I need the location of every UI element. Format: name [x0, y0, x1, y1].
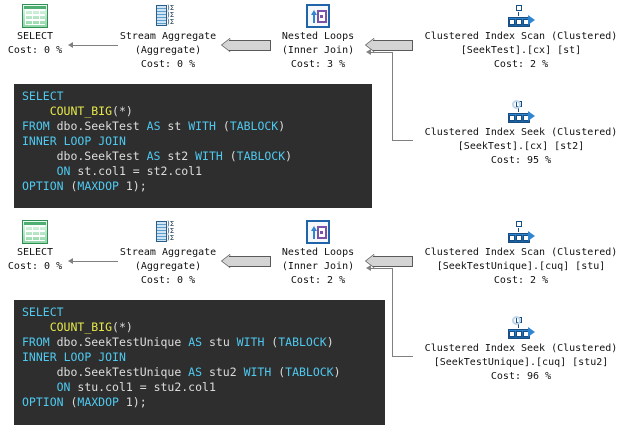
operator-cost: Cost: 2 % [290, 275, 346, 286]
operator-node-nested-loops[interactable]: Nested Loops (Inner Join) Cost: 3 % [272, 4, 364, 72]
operator-object: [SeekTest].[cx] [st2] [457, 141, 585, 152]
clustered-index-scan-icon [507, 4, 535, 28]
clustered-index-scan-icon [507, 220, 535, 244]
clustered-index-seek-icon [507, 100, 535, 124]
sql-line: COUNT_BIG(*) [49, 320, 133, 334]
connector-agg-arrow [221, 254, 271, 268]
operator-label: Nested Loops [281, 247, 355, 258]
execution-plan-2: SELECT Cost: 0 % )Σ )Σ )Σ Stream Aggrega… [0, 216, 627, 433]
operator-label: SELECT [16, 31, 54, 42]
sql-line: SELECT [22, 305, 64, 319]
execution-plan-1: SELECT Cost: 0 % )Σ )Σ )Σ Stream Aggrega… [0, 0, 627, 216]
operator-label: Clustered Index Seek (Clustered) [424, 127, 618, 138]
operator-label: Stream Aggregate [119, 247, 217, 258]
connector-select-line [72, 45, 118, 46]
connector-agg-arrow [221, 38, 271, 52]
connector-seek-upper [370, 268, 393, 269]
operator-cost: Cost: 0 % [140, 275, 196, 286]
operator-cost: Cost: 2 % [493, 275, 549, 286]
nested-loops-icon [306, 220, 330, 244]
operator-label: Clustered Index Scan (Clustered) [424, 247, 618, 258]
operator-label: SELECT [16, 247, 54, 258]
select-icon [22, 4, 48, 28]
operator-subtype: (Inner Join) [281, 45, 355, 56]
connector-select-arrowhead [68, 258, 73, 264]
operator-cost: Cost: 95 % [490, 155, 552, 166]
connector-seek-vertical [392, 268, 393, 356]
connector-select-arrowhead [68, 42, 73, 48]
operator-subtype: (Aggregate) [134, 45, 202, 56]
sql-line: ON stu.col1 = stu2.col1 [56, 380, 216, 394]
operator-cost: Cost: 0 % [140, 59, 196, 70]
sql-code-block-2[interactable]: SELECT COUNT_BIG(*)FROM dbo.SeekTestUniq… [14, 300, 385, 425]
operator-node-select[interactable]: SELECT Cost: 0 % [2, 4, 68, 58]
operator-object: [SeekTest].[cx] [st] [460, 45, 582, 56]
sql-line: INNER LOOP JOIN [22, 350, 126, 364]
stream-aggregate-icon: )Σ )Σ )Σ [153, 4, 183, 28]
operator-label: Nested Loops [281, 31, 355, 42]
connector-seek-horizontal [392, 356, 413, 357]
operator-node-clustered-index-seek[interactable]: Clustered Index Seek (Clustered) [SeekTe… [415, 316, 627, 384]
sql-line: OPTION (MAXDOP 1); [22, 395, 147, 409]
operator-subtype: (Aggregate) [134, 261, 202, 272]
operator-node-nested-loops[interactable]: Nested Loops (Inner Join) Cost: 2 % [272, 220, 364, 288]
sql-line: SELECT [22, 89, 64, 103]
sql-line: dbo.SeekTestUnique AS stu2 WITH (TABLOCK… [22, 365, 341, 379]
operator-cost: Cost: 0 % [7, 45, 63, 56]
connector-loops-arrow [365, 254, 413, 268]
sql-line: dbo.SeekTest AS st2 WITH (TABLOCK) [22, 149, 293, 163]
operator-cost: Cost: 96 % [490, 371, 552, 382]
stream-aggregate-icon: )Σ )Σ )Σ [153, 220, 183, 244]
operator-object: [SeekTestUnique].[cuq] [stu2] [433, 357, 609, 368]
connector-seek-upper [370, 52, 393, 53]
nested-loops-icon [306, 4, 330, 28]
operator-node-stream-aggregate[interactable]: )Σ )Σ )Σ Stream Aggregate (Aggregate) Co… [116, 220, 220, 288]
sql-code-block-1[interactable]: SELECT COUNT_BIG(*)FROM dbo.SeekTest AS … [14, 84, 372, 208]
sql-line: OPTION (MAXDOP 1); [22, 179, 147, 193]
operator-node-clustered-index-scan[interactable]: Clustered Index Scan (Clustered) [SeekTe… [415, 4, 627, 72]
operator-object: [SeekTestUnique].[cuq] [stu] [436, 261, 606, 272]
operator-label: Clustered Index Seek (Clustered) [424, 343, 618, 354]
operator-node-select[interactable]: SELECT Cost: 0 % [2, 220, 68, 274]
sql-line: INNER LOOP JOIN [22, 134, 126, 148]
clustered-index-seek-icon [507, 316, 535, 340]
operator-cost: Cost: 3 % [290, 59, 346, 70]
operator-cost: Cost: 0 % [7, 261, 63, 272]
connector-seek-arrowhead [366, 49, 371, 55]
operator-node-stream-aggregate[interactable]: )Σ )Σ )Σ Stream Aggregate (Aggregate) Co… [116, 4, 220, 72]
operator-label: Clustered Index Scan (Clustered) [424, 31, 618, 42]
connector-seek-vertical [392, 52, 393, 140]
select-icon [22, 220, 48, 244]
operator-cost: Cost: 2 % [493, 59, 549, 70]
sql-line: FROM dbo.SeekTest AS st WITH (TABLOCK) [22, 119, 286, 133]
connector-select-line [72, 261, 118, 262]
connector-loops-arrow [365, 38, 413, 52]
operator-node-clustered-index-scan[interactable]: Clustered Index Scan (Clustered) [SeekTe… [415, 220, 627, 288]
sql-line: ON st.col1 = st2.col1 [56, 164, 203, 178]
operator-subtype: (Inner Join) [281, 261, 355, 272]
sql-line: FROM dbo.SeekTestUnique AS stu WITH (TAB… [22, 335, 334, 349]
connector-seek-horizontal [392, 140, 413, 141]
operator-node-clustered-index-seek[interactable]: Clustered Index Seek (Clustered) [SeekTe… [415, 100, 627, 168]
operator-label: Stream Aggregate [119, 31, 217, 42]
sql-line: COUNT_BIG(*) [49, 104, 133, 118]
connector-seek-arrowhead [366, 265, 371, 271]
